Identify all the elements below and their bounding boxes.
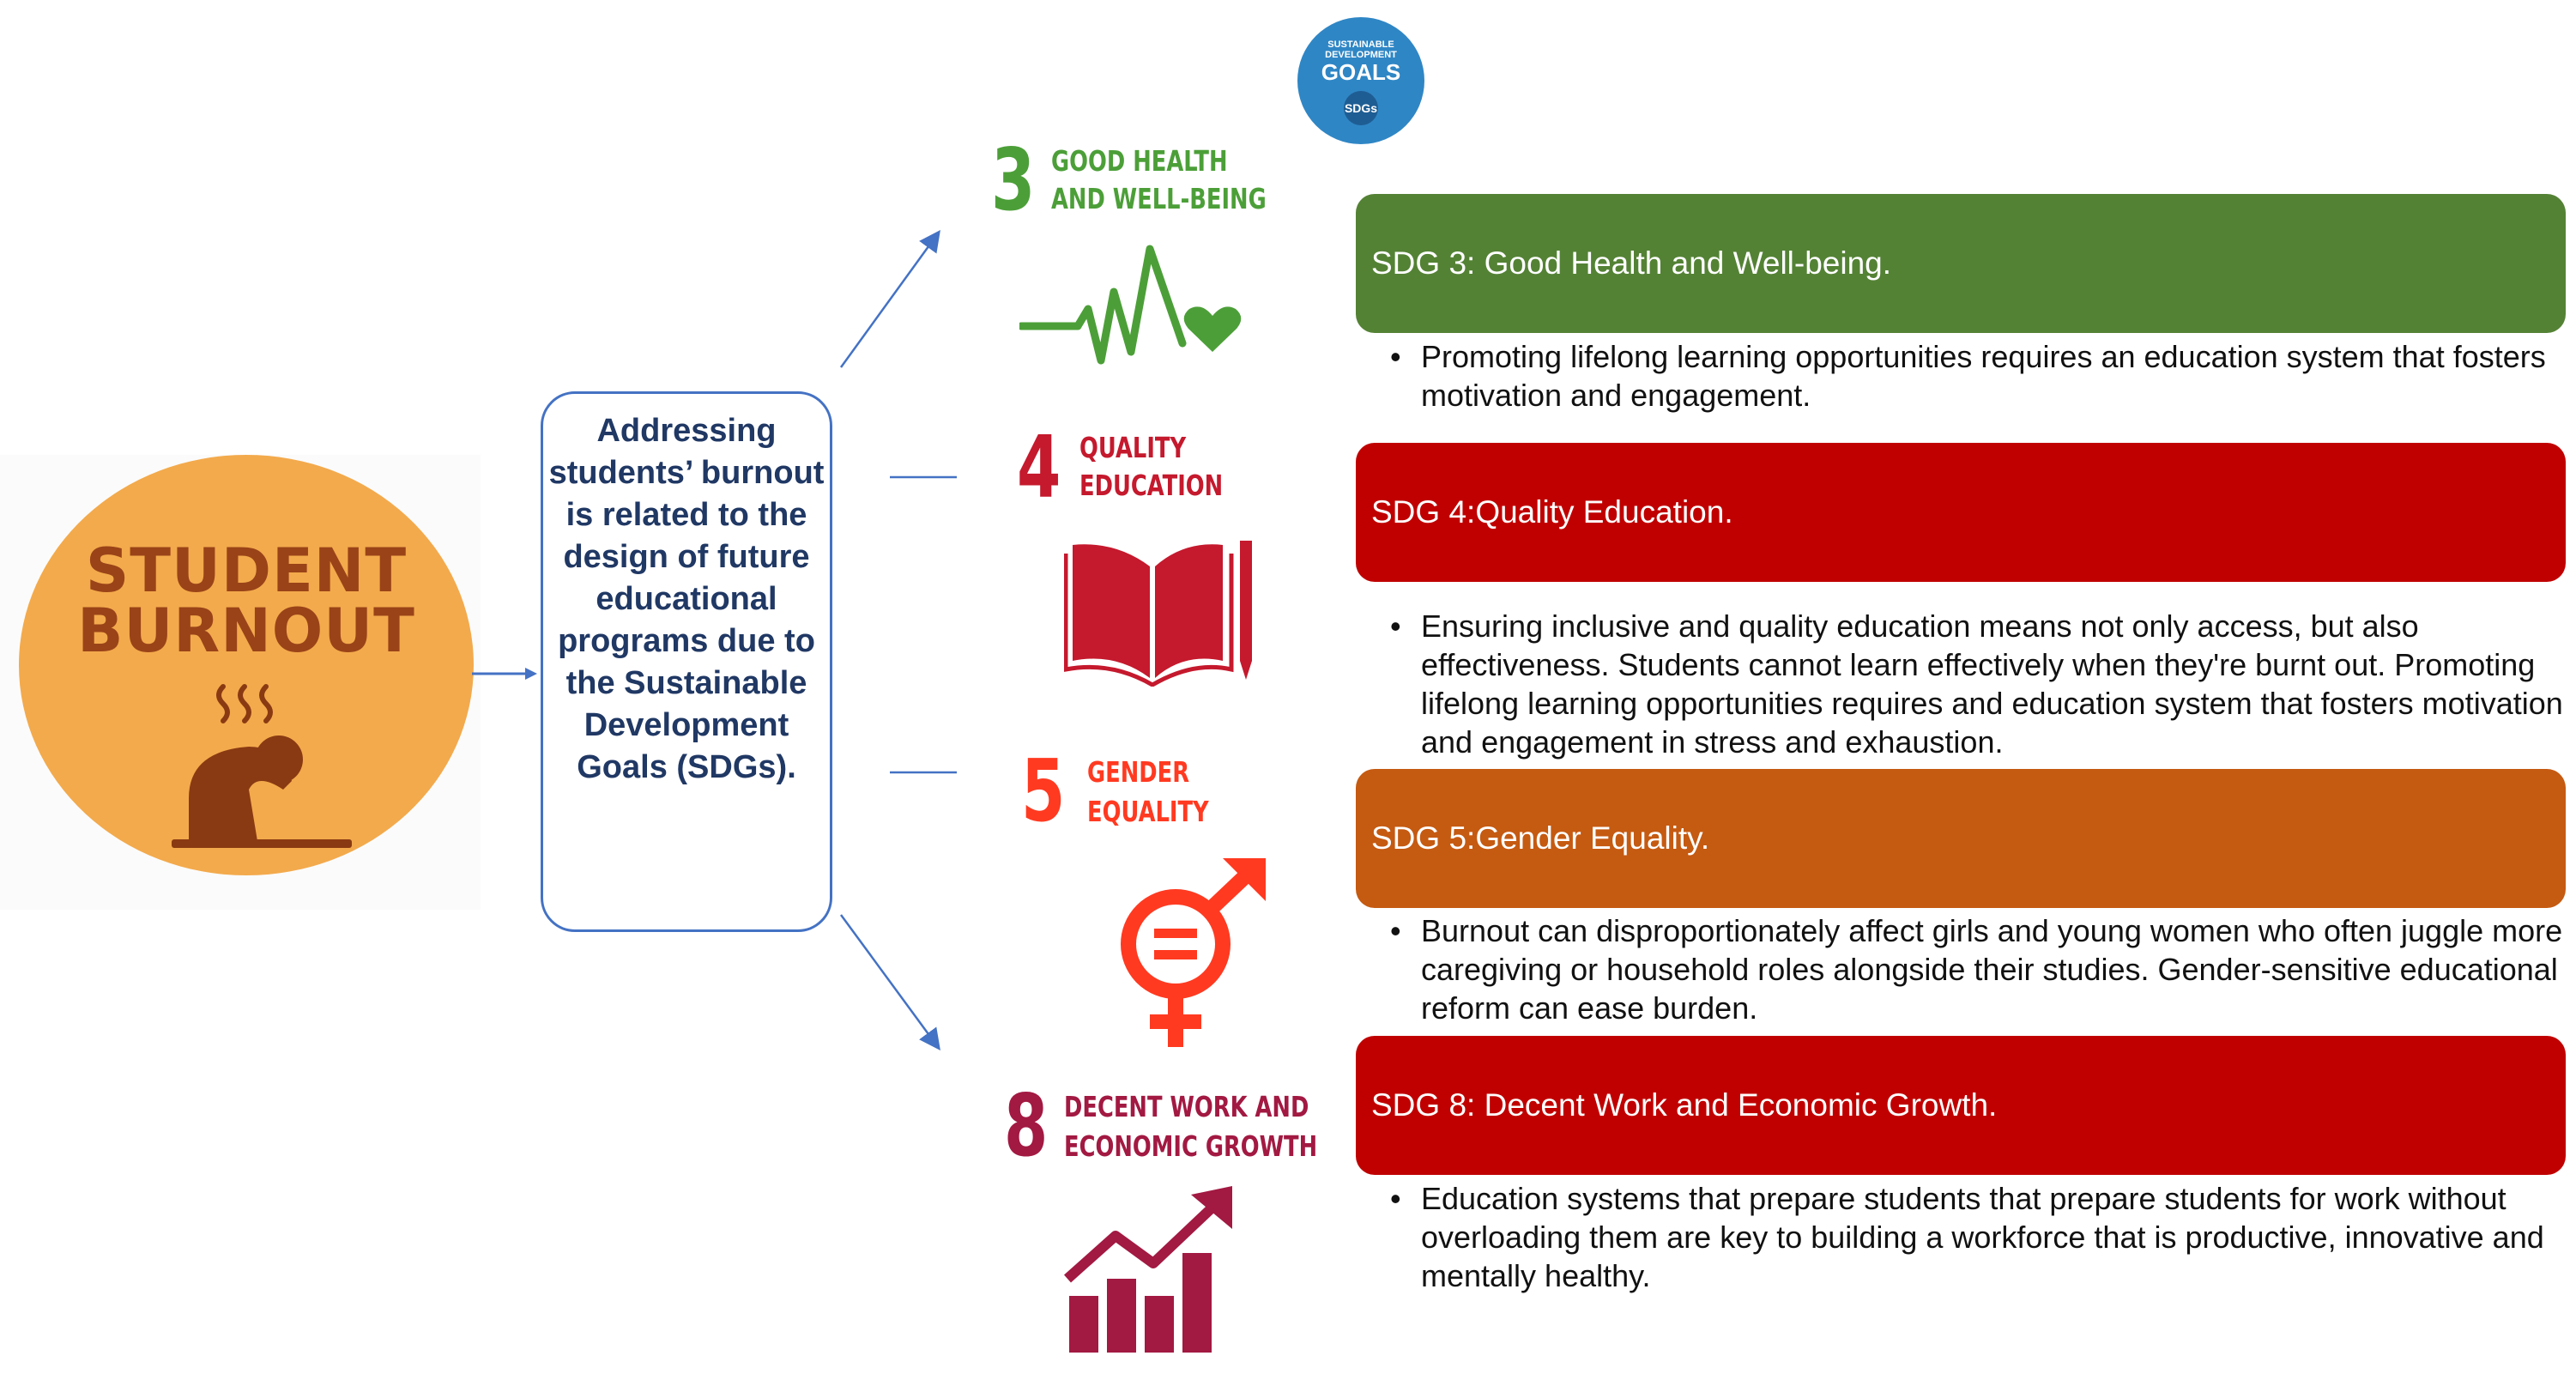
sdg-badge: SUSTAINABLE DEVELOPMENT GOALS SDGs [1297,17,1424,144]
bullet-dot: • [1390,913,1401,948]
sdg4-bullet: • Ensuring inclusive and quality educati… [1390,607,2566,761]
sdg8-bullet-text: Education systems that prepare students … [1421,1181,2544,1293]
sdg-badge-line2: GOALS [1321,59,1401,85]
arrows-to-sdgs [839,229,957,1051]
sdg4-title-line1: QUALITY [1079,431,1187,464]
burnout-title-line2: BURNOUT [77,596,415,666]
sdg8-title-line2: ECONOMIC GROWTH [1064,1129,1318,1163]
sdg8-title-line1: DECENT WORK AND [1064,1090,1309,1123]
gender-equality-icon [1121,858,1266,1047]
sdg8-bar: SDG 8: Decent Work and Economic Growth. [1356,1036,2566,1175]
heartbeat-icon [1019,245,1242,365]
bullet-dot: • [1390,1181,1401,1216]
arrow-to-sdg8 [839,914,940,1051]
steam-icon [216,684,273,723]
sdg5-title-line2: EQUALITY [1087,795,1209,828]
sdg3-title-line2: AND WELL-BEING [1051,182,1267,215]
stressed-student-icon [172,684,352,848]
sdg8-bullet: • Education systems that prepare student… [1390,1179,2566,1295]
arrow-to-center-box [472,668,537,680]
sdg4-number: 4 [1017,417,1061,518]
book-pencil-icon [1064,541,1252,687]
bullet-dot: • [1390,608,1401,644]
bullet-dot: • [1390,339,1401,374]
sdg3-number: 3 [991,130,1036,230]
sdg3-bullet: • Promoting lifelong learning opportunit… [1390,337,2566,415]
arrow-to-sdg3 [839,229,940,368]
sdg-badge-line3: SDGs [1344,91,1378,125]
growth-chart-icon [1064,1186,1232,1353]
sdg3-title-line1: GOOD HEALTH [1051,144,1228,178]
burnout-title-line1: STUDENT [85,536,408,606]
sdg-badge-line1: SUSTAINABLE DEVELOPMENT [1325,39,1397,60]
sdg5-bullet: • Burnout can disproportionately affect … [1390,911,2566,1027]
sdg5-title-line1: GENDER [1087,755,1190,789]
sdg5-bullet-text: Burnout can disproportionately affect gi… [1421,913,2563,1026]
sdg5-number: 5 [1021,741,1066,841]
sdg3-bar: SDG 3: Good Health and Well-being. [1356,194,2566,333]
sdg4-bar: SDG 4:Quality Education. [1356,443,2566,582]
sdg8-number: 8 [1004,1075,1049,1176]
center-text-box [541,391,832,932]
sdg4-title-line2: EDUCATION [1079,469,1224,502]
sdg5-bar: SDG 5:Gender Equality. [1356,769,2566,908]
sdg4-bullet-text: Ensuring inclusive and quality education… [1421,608,2563,760]
sdg3-bullet-text: Promoting lifelong learning opportunitie… [1421,339,2546,413]
center-text: Addressing students’ burnout is related … [548,413,825,785]
